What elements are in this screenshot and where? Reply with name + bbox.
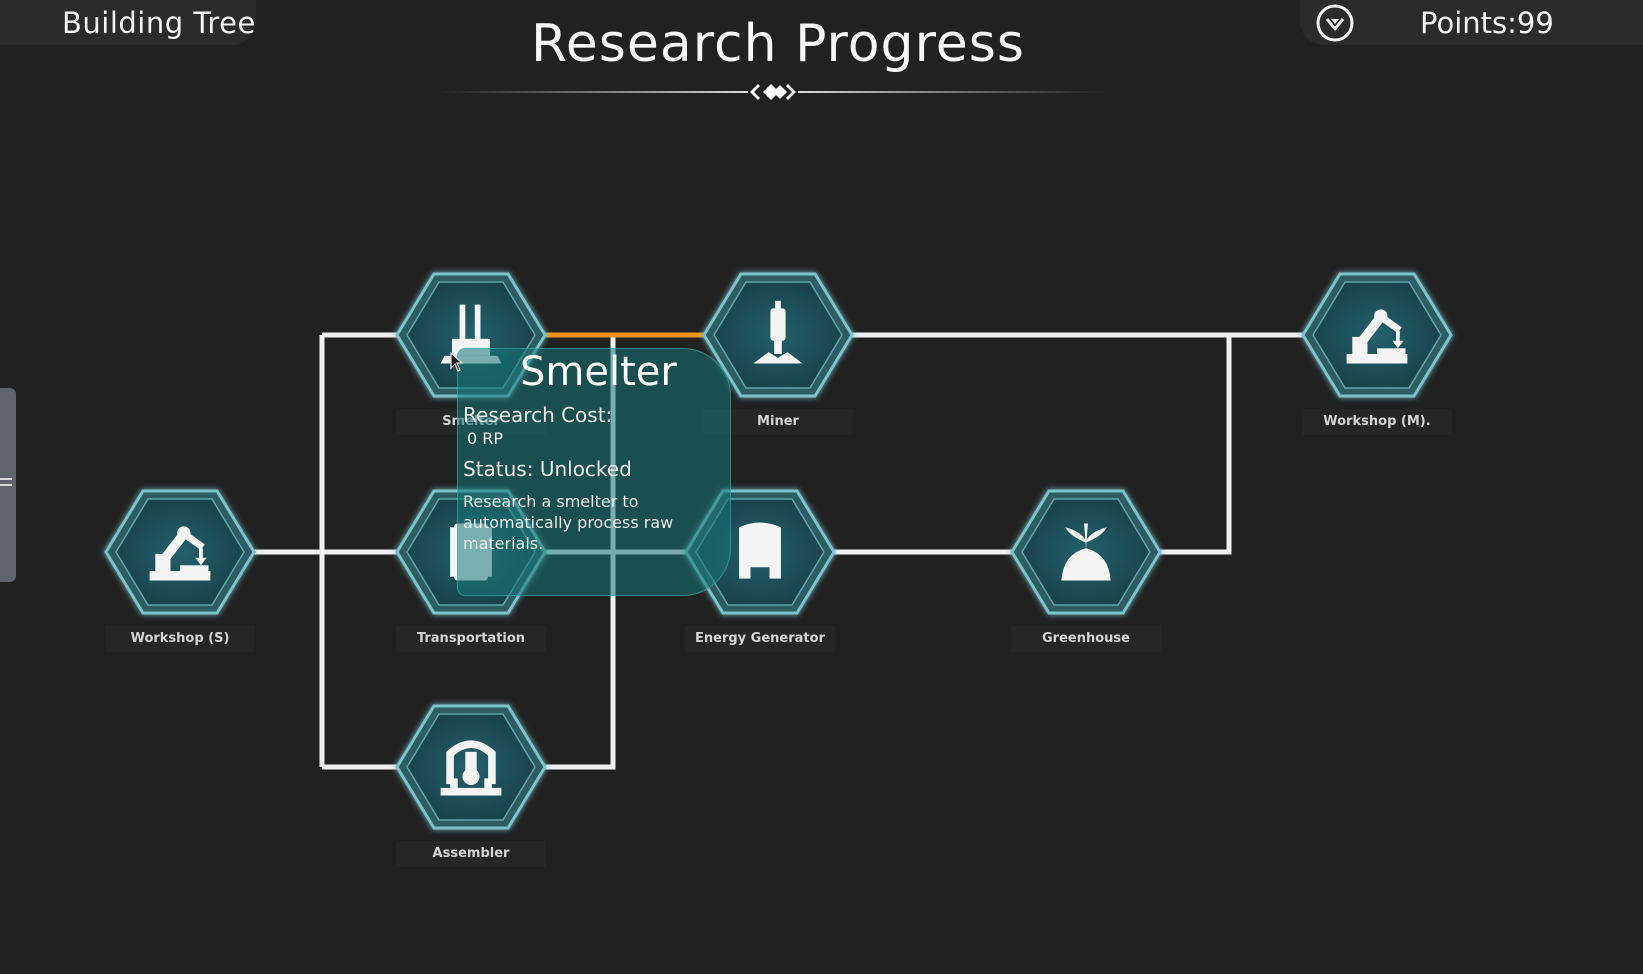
tooltip-title: Smelter bbox=[520, 349, 677, 395]
node-hex-core[interactable] bbox=[115, 498, 245, 606]
node-label-workshop-m: Workshop (M). bbox=[1302, 409, 1452, 435]
tooltip-cost-value: 0 RP bbox=[467, 429, 504, 448]
node-label-greenhouse: Greenhouse bbox=[1011, 626, 1161, 652]
node-greenhouse[interactable] bbox=[1010, 489, 1162, 615]
node-label-workshop-s: Workshop (S) bbox=[105, 626, 255, 652]
building-tree-label: Building Tree bbox=[62, 6, 256, 40]
node-workshop-m[interactable] bbox=[1301, 272, 1453, 398]
smelter-tooltip: Smelter Research Cost: 0 RP Status: Unlo… bbox=[457, 348, 731, 596]
points-panel: Points:99 bbox=[1300, 0, 1643, 45]
node-miner[interactable] bbox=[702, 272, 854, 398]
node-workshop-s[interactable] bbox=[104, 489, 256, 615]
title-divider bbox=[438, 84, 1108, 100]
node-label-energy-generator: Energy Generator bbox=[685, 626, 835, 652]
side-panel-handle[interactable] bbox=[0, 388, 16, 582]
points-value: 99 bbox=[1516, 6, 1554, 40]
tree-connection bbox=[1156, 335, 1232, 555]
building-tree-tab[interactable]: Building Tree bbox=[0, 0, 256, 45]
tooltip-status: Status: Unlocked bbox=[463, 457, 632, 481]
points-readout: Points:99 bbox=[1420, 6, 1554, 40]
tree-connections bbox=[250, 332, 1307, 770]
node-assembler[interactable] bbox=[395, 704, 547, 830]
page-title: Research Progress bbox=[531, 14, 1025, 74]
research-points-icon[interactable] bbox=[1314, 2, 1356, 44]
node-label-assembler: Assembler bbox=[396, 841, 546, 867]
tooltip-description: Research a smelter to automatically proc… bbox=[463, 492, 674, 553]
mouse-cursor bbox=[450, 352, 464, 372]
tooltip-cost-label: Research Cost: bbox=[463, 403, 613, 427]
node-label-transportation: Transportation bbox=[396, 626, 546, 652]
node-hex-core[interactable] bbox=[1312, 281, 1442, 389]
